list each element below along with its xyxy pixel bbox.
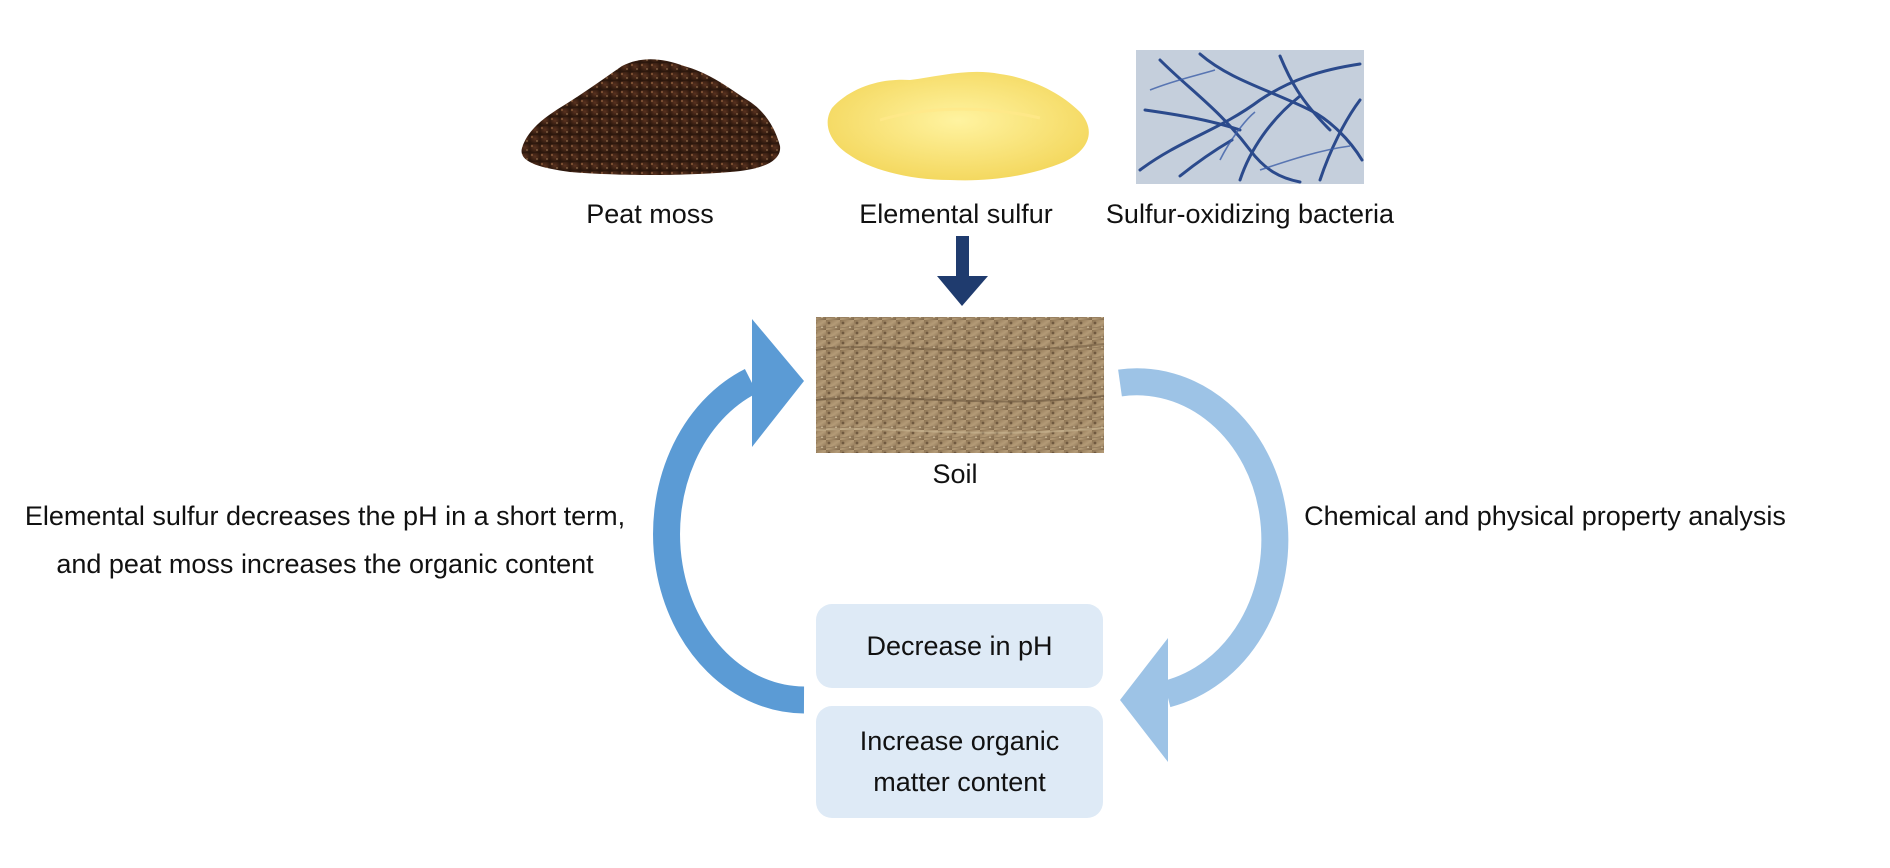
peat-moss-label: Peat moss (586, 199, 714, 229)
elemental-sulfur-label: Elemental sulfur (859, 199, 1053, 229)
result-organic-line1: Increase organic (859, 726, 1060, 756)
result-ph-text: Decrease in pH (866, 630, 1053, 661)
right-note: Chemical and physical property analysis (1304, 501, 1786, 531)
soil-image (815, 317, 1105, 453)
bacteria-image (1136, 50, 1364, 184)
elemental-sulfur-image (827, 71, 1089, 181)
peat-moss-image (521, 59, 781, 175)
result-box-organic: Increase organic matter content (816, 706, 1103, 818)
left-cycle-arrow (653, 319, 805, 714)
left-note-line1: Elemental sulfur decreases the pH in a s… (24, 501, 626, 531)
left-note: Elemental sulfur decreases the pH in a s… (20, 492, 630, 588)
result-box-ph: Decrease in pH (816, 604, 1103, 688)
right-cycle-arrow (1118, 368, 1289, 762)
left-note-line2: and peat moss increases the organic cont… (56, 549, 594, 579)
bacteria-label: Sulfur-oxidizing bacteria (1105, 199, 1395, 229)
result-organic-line2: matter content (873, 767, 1046, 797)
soil-label: Soil (932, 459, 978, 489)
down-arrow (937, 236, 988, 306)
